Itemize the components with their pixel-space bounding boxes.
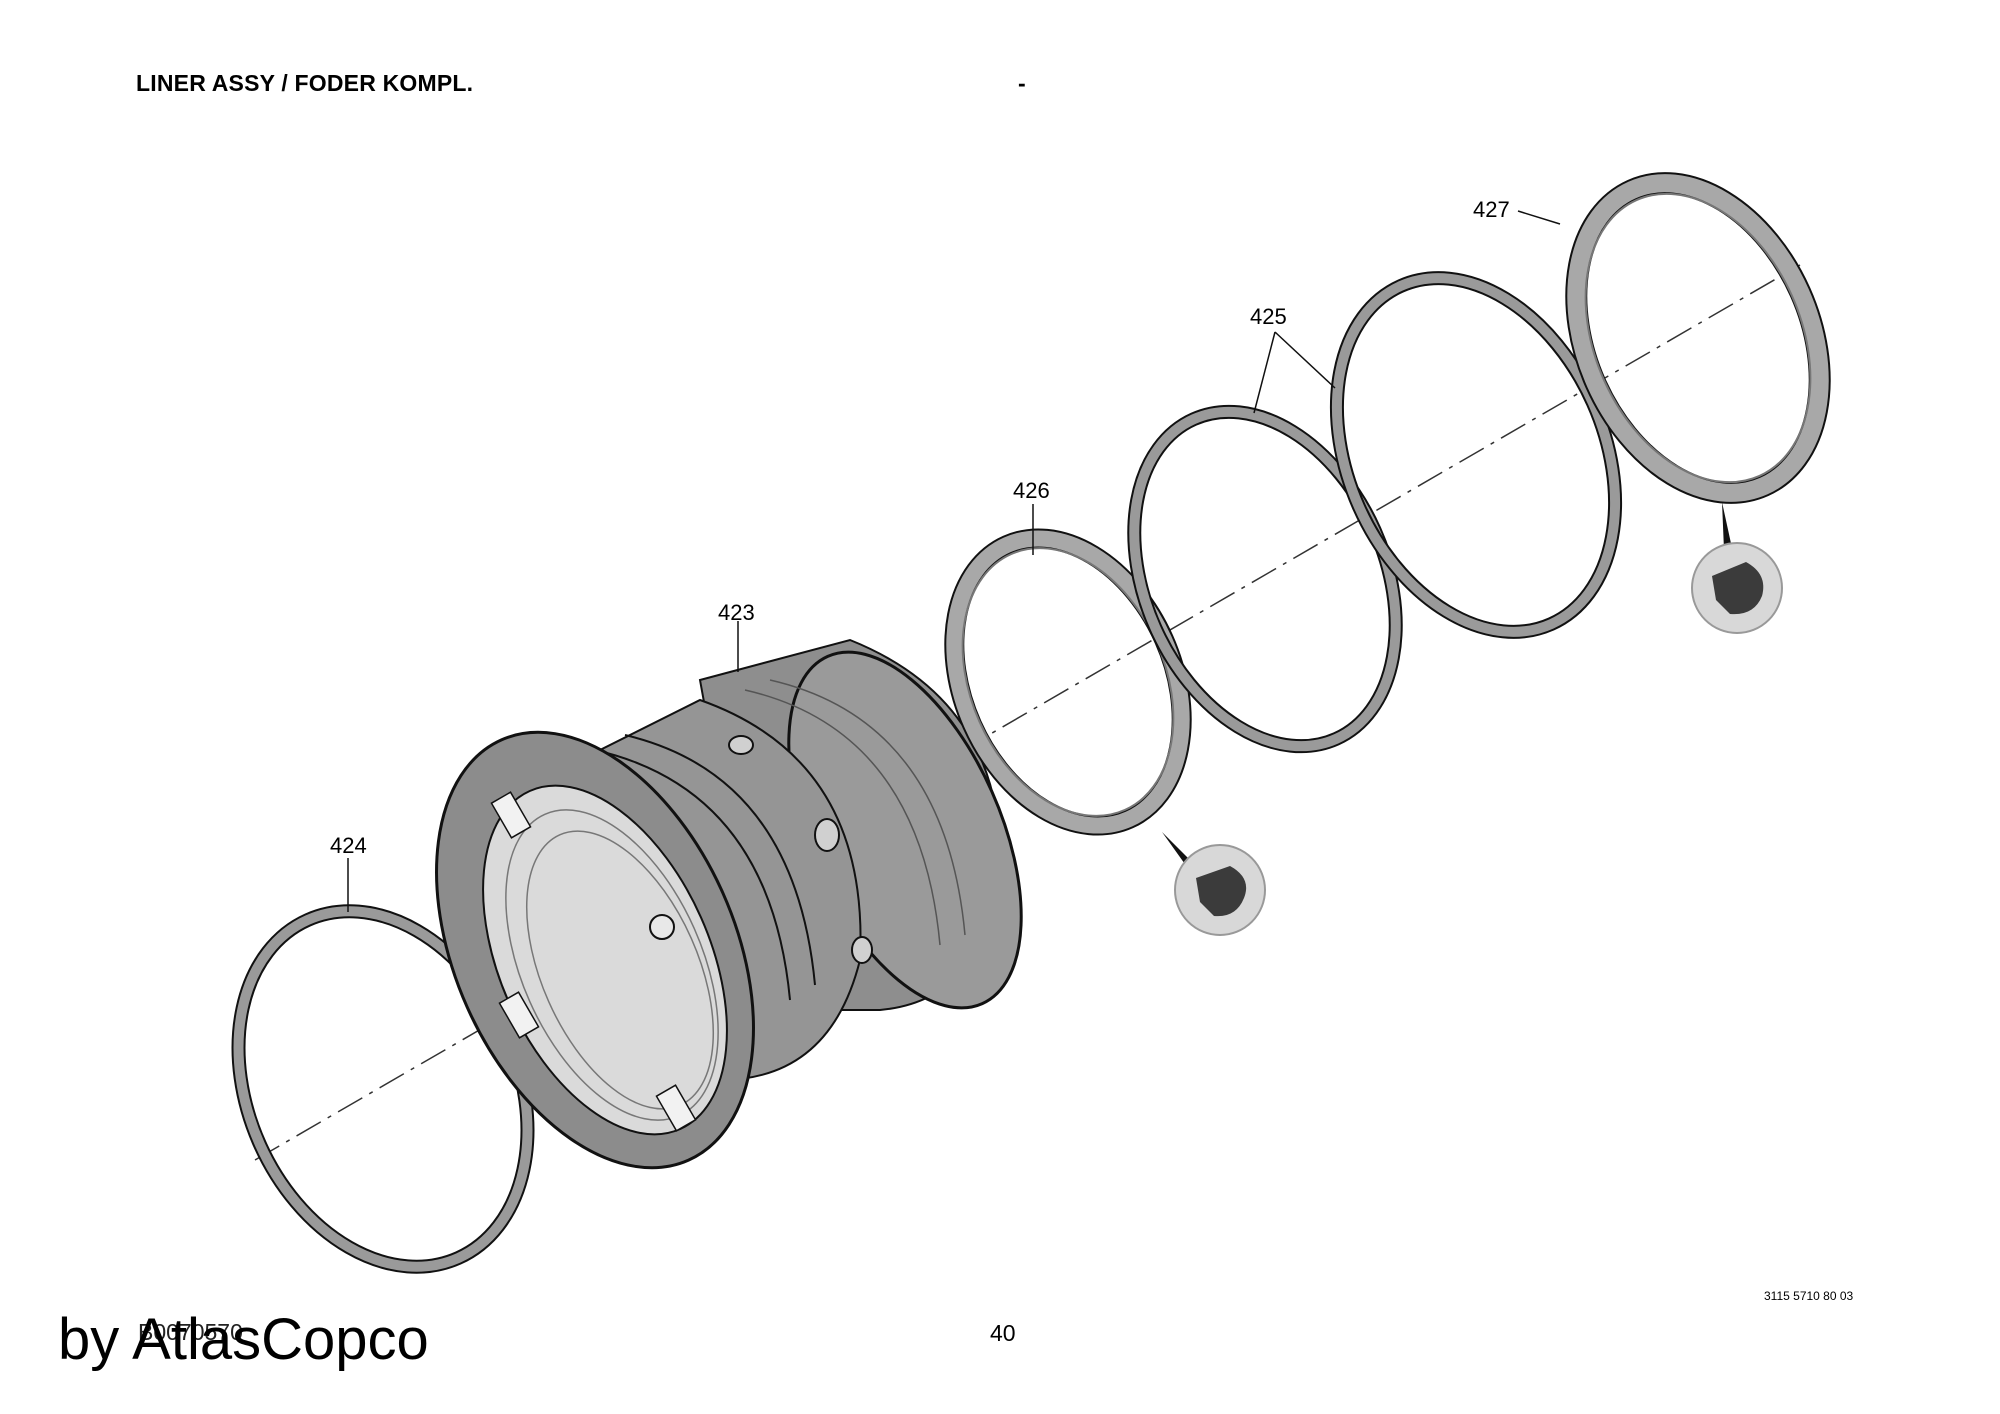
part-426-section-icon (1162, 832, 1266, 936)
document-code: 3115 5710 80 03 (1764, 1289, 1854, 1303)
reference-code: B0070570 (138, 1319, 243, 1345)
callout-424: 424 (330, 833, 367, 858)
page-title: LINER ASSY / FODER KOMPL. (136, 70, 474, 96)
page-number: 40 (990, 1320, 1016, 1346)
part-425-ring-a (1127, 404, 1403, 754)
watermark: by AtlasCopco (58, 1307, 429, 1372)
callout-427: 427 (1473, 197, 1510, 222)
part-427-section-icon (1691, 502, 1783, 634)
part-427-ring (1565, 172, 1831, 504)
part-425-ring-b (1329, 271, 1623, 639)
leader-lines (347, 210, 1561, 912)
part-423-liner (435, 638, 1023, 1170)
callout-425: 425 (1250, 304, 1287, 329)
page-dash: - (1018, 70, 1026, 96)
callout-423: 423 (718, 600, 755, 625)
leader-425-b (1274, 331, 1336, 389)
leader-427 (1517, 210, 1561, 225)
callout-426: 426 (1013, 478, 1050, 503)
leader-425-a (1253, 331, 1276, 414)
